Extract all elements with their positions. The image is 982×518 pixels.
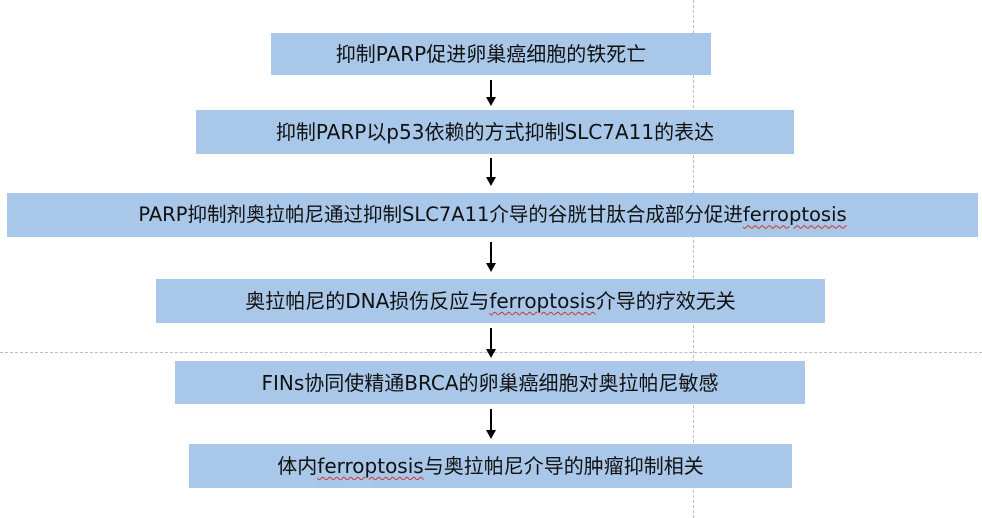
flow-step-2[interactable]: 抑制PARP以p53依赖的方式抑制SLC7A11的表达 [196, 110, 794, 154]
flow-step-1[interactable]: 抑制PARP促进卵巢癌细胞的铁死亡 [271, 33, 711, 75]
flow-step-4-text-before: 奥拉帕尼的DNA损伤反应与 [245, 289, 490, 313]
flow-step-4-term: ferroptosis [489, 289, 596, 313]
flow-step-4-text-after: 介导的疗效无关 [595, 289, 736, 313]
flow-arrow-5 [484, 409, 498, 439]
flow-step-2-text: 抑制PARP以p53依赖的方式抑制SLC7A11的表达 [275, 120, 715, 144]
flow-arrow-4 [484, 328, 498, 358]
flow-step-5[interactable]: FINs协同使精通BRCA的卵巢癌细胞对奥拉帕尼敏感 [175, 361, 805, 404]
flow-step-6-term: ferroptosis [317, 454, 424, 478]
flow-arrow-2 [484, 158, 498, 186]
flow-step-3-text-before: PARP抑制剂奥拉帕尼通过抑制SLC7A11介导的谷胱甘肽合成部分促进 [138, 203, 743, 227]
flow-arrow-1 [484, 80, 498, 106]
flow-step-6-text-after: 与奥拉帕尼介导的肿瘤抑制相关 [423, 454, 704, 478]
flow-step-1-text: 抑制PARP促进卵巢癌细胞的铁死亡 [335, 42, 647, 66]
flow-step-3-term: ferroptosis [742, 203, 847, 227]
vertical-guide-line [693, 0, 694, 518]
flow-arrow-3 [484, 242, 498, 272]
flow-step-6-text-before: 体内 [277, 454, 318, 478]
flow-step-5-text: FINs协同使精通BRCA的卵巢癌细胞对奥拉帕尼敏感 [261, 370, 719, 395]
